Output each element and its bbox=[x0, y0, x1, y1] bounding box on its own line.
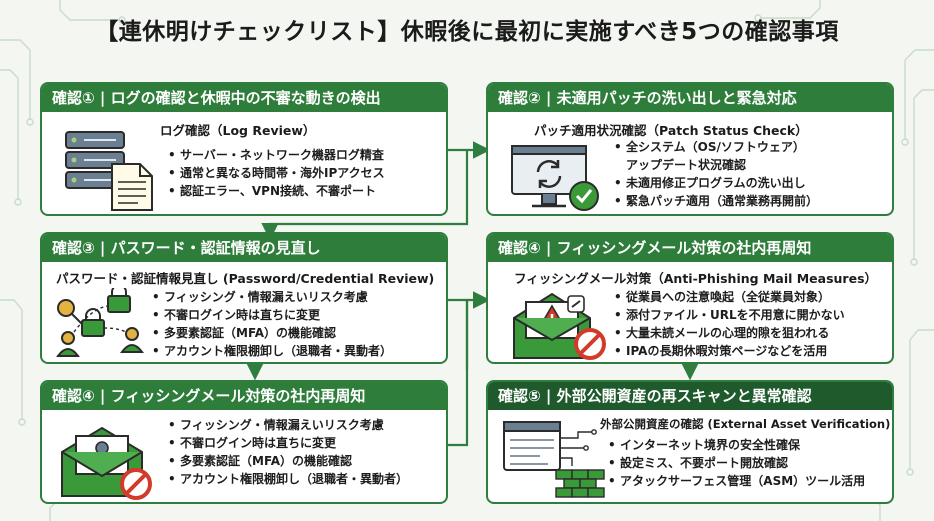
list-item: アカウント権限棚卸し（退職者・異動者） bbox=[150, 342, 392, 360]
list-item: 通常と異なる時間帯・海外IPアクセス bbox=[166, 164, 385, 182]
list-item: フィッシング・情報漏えいリスク考慮 bbox=[166, 416, 408, 434]
check-card-5-external-assets: 確認⑤ | 外部公開資産の再スキャンと異常確認 外部公開資産の確認 (Exter bbox=[486, 380, 894, 504]
card-header: 確認② | 未適用パッチの洗い出しと緊急対応 bbox=[488, 84, 892, 112]
check-card-2-patches: 確認② | 未適用パッチの洗い出しと緊急対応 パッチ適用状況確認（Patch S… bbox=[486, 82, 894, 216]
list-item: インターネット境界の安全性確保 bbox=[606, 436, 865, 454]
card-subtitle: パッチ適用状況確認（Patch Status Check） bbox=[534, 123, 808, 138]
list-item: 従業員への注意喚起（全従業員対象） bbox=[612, 288, 845, 306]
envelope-with-user-and-prohibition-icon bbox=[56, 420, 156, 502]
card-subtitle: ログ確認（Log Review） bbox=[160, 123, 316, 138]
list-item: アップデート状況確認 bbox=[626, 158, 747, 172]
card-header: 確認⑤ | 外部公開資産の再スキャンと異常確認 bbox=[488, 382, 892, 410]
card-subtitle: 外部公開資産の確認 (External Asset Verification) bbox=[600, 417, 891, 431]
list-item: IPAの長期休暇対策ページなどを活用 bbox=[612, 342, 845, 360]
monitor-with-refresh-and-checkmark-icon bbox=[508, 142, 604, 214]
list-item: 設定ミス、不要ポート開放確認 bbox=[606, 454, 865, 472]
card-header: 確認④ | フィッシングメール対策の社内再周知 bbox=[488, 234, 892, 262]
envelope-with-warning-and-link-icon bbox=[508, 288, 608, 362]
check-card-3-passwords: 確認③ | パスワード・認証情報の見直し パスワード・認証情報見直し (Pass… bbox=[40, 232, 448, 364]
list-item: 緊急パッチ適用（通常業務再開前） bbox=[612, 192, 818, 210]
bullet-list: インターネット境界の安全性確保 設定ミス、不要ポート開放確認 アタックサーフェス… bbox=[606, 436, 865, 490]
check-card-4-phishing: 確認④ | フィッシングメール対策の社内再周知 フィッシングメール対策（Anti… bbox=[486, 232, 894, 364]
bullet-list: サーバー・ネットワーク機器ログ精査 通常と異なる時間帯・海外IPアクセス 認証エ… bbox=[166, 146, 385, 200]
list-item: 未適用修正プログラムの洗い出し bbox=[612, 174, 818, 192]
list-item: 不審ログイン時は直ちに変更 bbox=[166, 434, 408, 452]
check-card-1-logs: 確認① | ログの確認と休暇中の不審な動きの検出 ログ確認（Log Review… bbox=[40, 82, 448, 216]
list-item: アタックサーフェス管理（ASM）ツール活用 bbox=[606, 472, 865, 490]
list-item: アカウント権限棚卸し（退職者・異動者） bbox=[166, 470, 408, 488]
list-item: サーバー・ネットワーク機器ログ精査 bbox=[166, 146, 385, 164]
card-header: 確認① | ログの確認と休暇中の不審な動きの検出 bbox=[42, 84, 446, 112]
list-item: 多要素認証（MFA）の機能確認 bbox=[166, 452, 408, 470]
list-item: 添付ファイル・URLを不用意に開かない bbox=[612, 306, 845, 324]
list-item: 認証エラー、VPN接続、不審ポート bbox=[166, 182, 385, 200]
server-with-log-document-icon bbox=[60, 124, 160, 214]
list-item: 大量未読メールの心理的隙を狙われる bbox=[612, 324, 845, 342]
browser-window-with-brick-firewall-icon bbox=[500, 418, 608, 502]
list-item: 不審ログイン時は直ちに変更 bbox=[150, 306, 392, 324]
list-item: 全システム（OS/ソフトウェア） bbox=[612, 138, 818, 156]
bullet-list: 従業員への注意喚起（全従業員対象） 添付ファイル・URLを不用意に開かない 大量… bbox=[612, 288, 845, 360]
card-header: 確認④ | フィッシングメール対策の社内再周知 bbox=[42, 382, 446, 410]
check-card-4-phishing-duplicate: 確認④ | フィッシングメール対策の社内再周知 フィッシング・情報漏えいリスク考… bbox=[40, 380, 448, 504]
bullet-list: 全システム（OS/ソフトウェア） アップデート状況確認 未適用修正プログラムの洗… bbox=[612, 138, 818, 210]
list-item: フィッシング・情報漏えいリスク考慮 bbox=[150, 288, 392, 306]
card-subtitle: フィッシングメール対策（Anti-Phishing Mail Measures） bbox=[514, 271, 878, 286]
card-subtitle: パスワード・認証情報見直し (Password/Credential Revie… bbox=[56, 271, 435, 286]
key-padlocks-and-users-icon bbox=[52, 284, 152, 362]
bullet-list: フィッシング・情報漏えいリスク考慮 不審ログイン時は直ちに変更 多要素認証（MF… bbox=[166, 416, 408, 488]
list-item: 多要素認証（MFA）の機能確認 bbox=[150, 324, 392, 342]
bullet-list: フィッシング・情報漏えいリスク考慮 不審ログイン時は直ちに変更 多要素認証（MF… bbox=[150, 288, 392, 360]
page-title: 【連休明けチェックリスト】休暇後に最初に実施すべき5つの確認事項 bbox=[95, 19, 839, 45]
card-header: 確認③ | パスワード・認証情報の見直し bbox=[42, 234, 446, 262]
